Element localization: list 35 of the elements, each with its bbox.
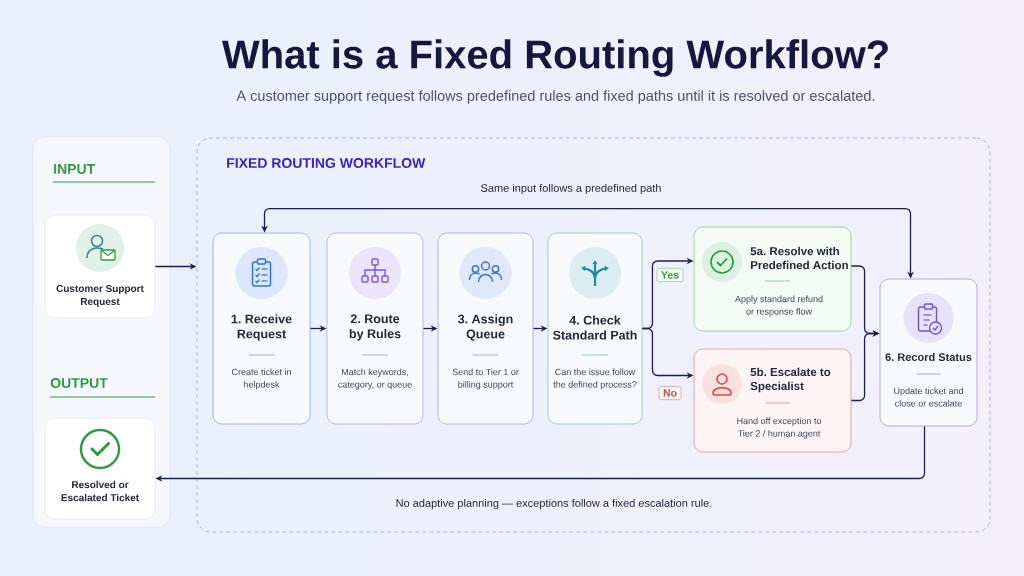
step-description: Apply standard refund or response flow xyxy=(735,295,823,317)
step-title: 6. Record Status xyxy=(885,352,972,362)
step-description: Hand off exception to Tier 2 / human agent xyxy=(737,417,822,439)
step-description: Create ticket in helpdesk xyxy=(231,368,291,390)
step-description: Send to Tier 1 or billing support xyxy=(452,368,519,390)
card-label: Customer Support Request xyxy=(56,285,144,308)
step-description: Update ticket and close or escalate xyxy=(894,387,963,407)
outcome-box xyxy=(693,226,852,332)
section-heading: OUTPUT xyxy=(50,378,108,388)
process-box xyxy=(212,232,311,425)
step-title: 4. Check Standard Path xyxy=(553,315,637,340)
title: What is a Fixed Routing Workflow? xyxy=(221,39,888,77)
process-box xyxy=(547,232,643,425)
process-box xyxy=(879,278,978,427)
process-box xyxy=(326,232,424,425)
card xyxy=(44,417,156,520)
step-title: 2. Route by Rules xyxy=(349,314,401,341)
step-description: Match keywords, category, or queue xyxy=(338,368,412,390)
outcome-box xyxy=(693,348,852,453)
step-title: 3. Assign Queue xyxy=(458,314,513,341)
note-text: No adaptive planning — exceptions follow a fixed escalation rule. xyxy=(396,498,712,510)
section-heading: INPUT xyxy=(54,164,96,174)
card-label: Resolved or Escalated Ticket xyxy=(61,480,139,502)
step-title: 1. Receive Request xyxy=(231,314,292,341)
step-description: Can the issue follow the defined process? xyxy=(553,368,637,390)
step-title: 5a. Resolve with Predefined Action xyxy=(750,246,848,270)
edge-label: Yes xyxy=(656,267,684,283)
card xyxy=(44,214,156,319)
process-box xyxy=(437,232,534,425)
step-title: 5b. Escalate to Specialist xyxy=(750,367,831,393)
edge-label: Same input follows a predefined path xyxy=(481,183,661,195)
subtitle: A customer support request follows predefined rules and fixed paths until it is resolved or escalated. xyxy=(236,90,875,104)
dashed-frame xyxy=(196,137,991,533)
section-heading: FIXED ROUTING WORKFLOW xyxy=(227,158,426,168)
edge-label: No xyxy=(658,385,682,401)
